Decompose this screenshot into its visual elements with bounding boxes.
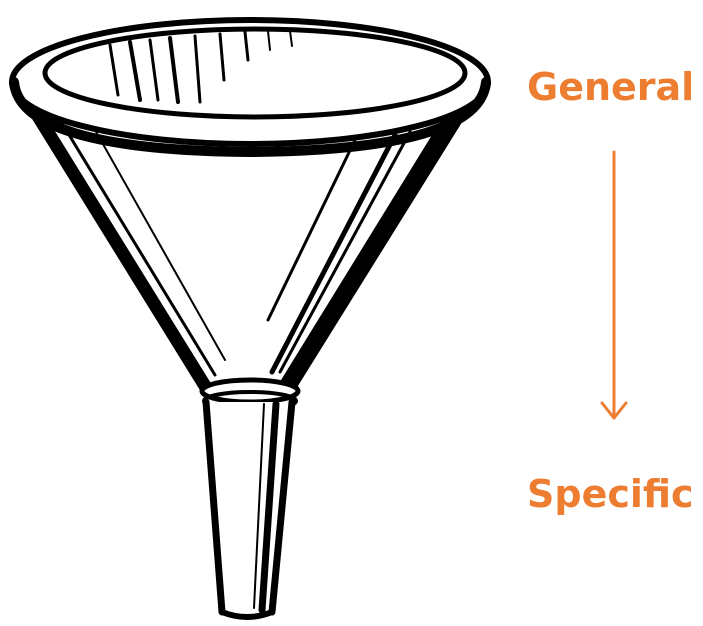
specific-label: Specific (527, 472, 694, 516)
funnel-icon (9, 17, 491, 620)
arrow-down-icon (600, 150, 628, 420)
general-label: General (527, 65, 695, 109)
